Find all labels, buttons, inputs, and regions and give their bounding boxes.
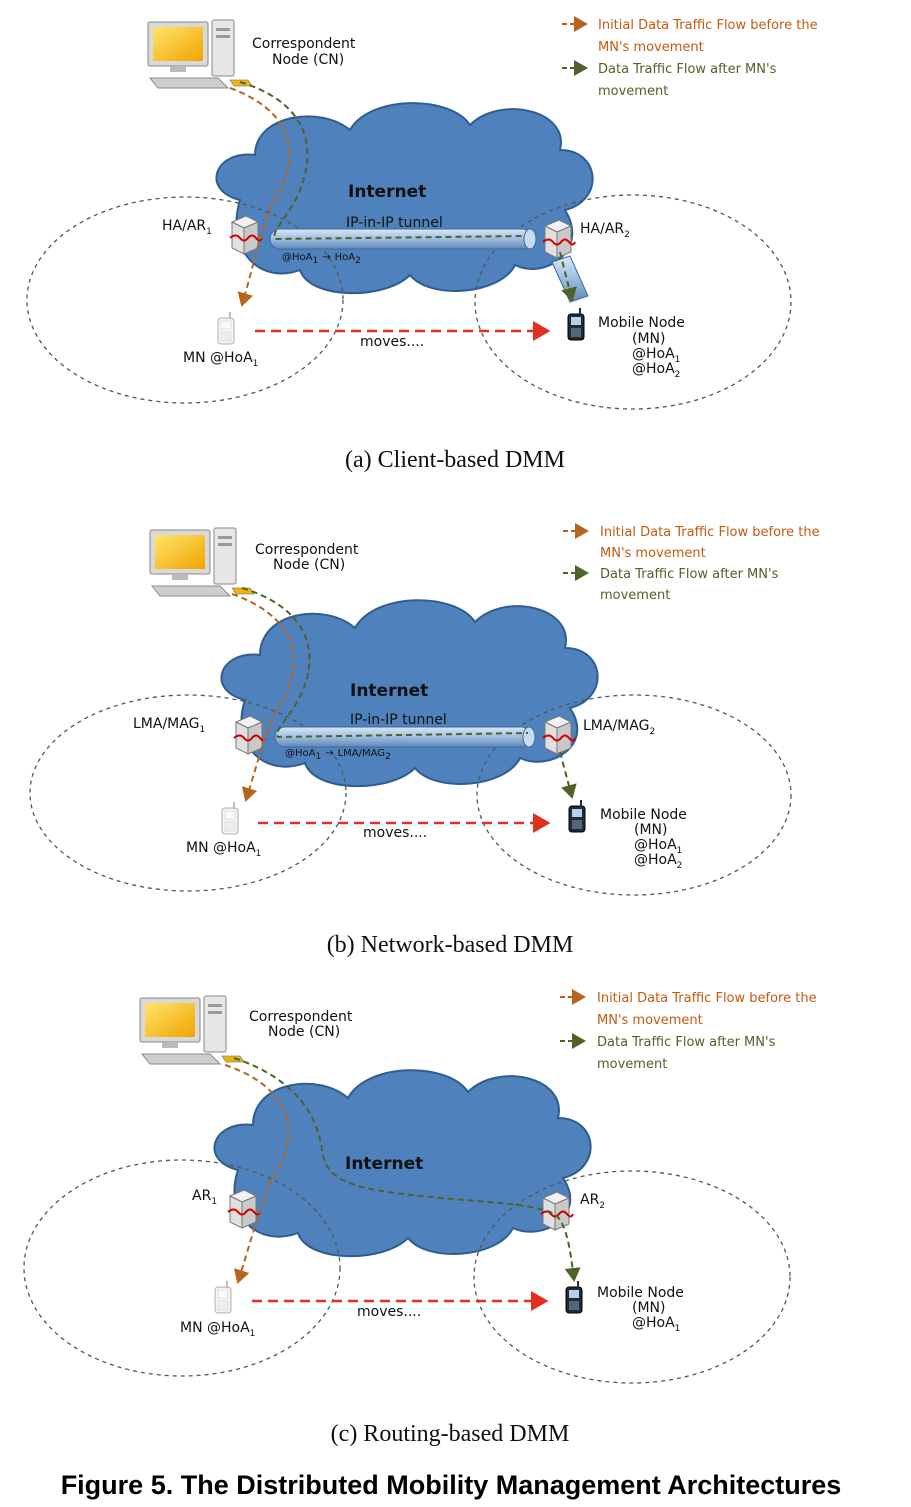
legend-initial-line2: MN's movement	[600, 546, 706, 561]
mn-right-addr2: @HoA2	[634, 852, 682, 871]
right-cell	[473, 1170, 791, 1384]
correspondent-node-computer-icon	[147, 19, 253, 89]
mn-right-line1: Mobile Node	[597, 1285, 684, 1301]
after-flow-path	[241, 587, 572, 797]
initial-flow-path	[229, 87, 291, 307]
tunnel-address: @HoA1→HoA2	[282, 252, 361, 266]
mn-right-line2: (MN)	[632, 1300, 665, 1316]
mn-right-line2: (MN)	[632, 331, 665, 347]
right-router-icon	[540, 1191, 574, 1231]
mn-right-addr1: @HoA1	[632, 1315, 680, 1334]
legend-initial-line2: MN's movement	[597, 1013, 703, 1028]
mn-left-label: MN @HoA1	[186, 840, 261, 859]
correspondent-node-computer-icon	[139, 995, 245, 1065]
right-router-label: LMA/MAG2	[583, 718, 655, 737]
legend: Initial Data Traffic Flow before the MN'…	[563, 523, 820, 603]
internet-label: Internet	[345, 1154, 423, 1174]
internet-label: Internet	[348, 182, 426, 202]
panel-routing-based: Internet Correspondent Node (CN) AR1 AR2…	[23, 989, 817, 1447]
caption-a: (a) Client-based DMM	[345, 447, 565, 473]
after-flow-path	[233, 1057, 581, 1282]
right-router-icon	[542, 219, 576, 259]
legend-after-line1: Data Traffic Flow after MN's	[600, 567, 779, 582]
legend-after-line2: movement	[598, 84, 668, 99]
legend-after-line2: movement	[600, 588, 670, 603]
legend-initial-line1: Initial Data Traffic Flow before the	[600, 525, 820, 540]
mn-phone-icon	[568, 799, 586, 833]
cn-label-line2: Node (CN)	[272, 52, 344, 68]
tunnel-label: IP-in-IP tunnel	[346, 215, 443, 231]
mn-left-label: MN @HoA1	[183, 350, 258, 369]
legend-initial-line2: MN's movement	[598, 40, 704, 55]
mn-right-addr1: @HoA1	[632, 346, 680, 365]
mn-phone-icon	[565, 1280, 583, 1314]
legend: Initial Data Traffic Flow before the MN'…	[562, 16, 818, 99]
mn-ghost-phone-icon	[221, 801, 239, 835]
legend-after-line1: Data Traffic Flow after MN's	[598, 62, 777, 77]
caption-b: (b) Network-based DMM	[327, 932, 574, 958]
mn-ghost-phone-icon	[217, 311, 235, 345]
cn-label-line1: Correspondent	[252, 36, 356, 52]
mn-right-addr2: @HoA2	[632, 361, 680, 380]
left-router-label: HA/AR1	[162, 218, 212, 237]
correspondent-node-computer-icon	[149, 527, 255, 597]
internet-cloud	[213, 1069, 592, 1258]
ip-in-ip-tunnel	[269, 228, 537, 250]
mn-right-line1: Mobile Node	[598, 315, 685, 331]
left-cell	[26, 196, 344, 404]
left-router-label: AR1	[192, 1188, 217, 1207]
moves-label: moves....	[357, 1304, 421, 1320]
initial-flow-path	[231, 593, 295, 802]
panel-network-based: Internet Correspondent Node (CN) IP-in-I…	[29, 523, 820, 958]
tunnel-label: IP-in-IP tunnel	[350, 712, 447, 728]
left-cell	[23, 1159, 341, 1377]
left-cell	[29, 694, 347, 892]
moves-label: moves....	[363, 825, 427, 841]
cn-label-line2: Node (CN)	[268, 1024, 340, 1040]
left-router-label: LMA/MAG1	[133, 716, 205, 735]
panel-client-based: Internet Correspondent Node (CN) IP-in-I…	[26, 16, 818, 473]
after-flow-path	[239, 81, 572, 300]
mn-phone-icon	[567, 307, 585, 341]
cn-label-line1: Correspondent	[255, 542, 359, 558]
internet-label: Internet	[350, 681, 428, 701]
legend-initial-line1: Initial Data Traffic Flow before the	[598, 18, 818, 33]
cn-label-line1: Correspondent	[249, 1009, 353, 1025]
legend-after-line2: movement	[597, 1057, 667, 1072]
mn-ghost-phone-icon	[214, 1280, 232, 1314]
figure-title: Figure 5. The Distributed Mobility Manag…	[61, 1470, 842, 1500]
ip-in-ip-tunnel	[274, 726, 536, 748]
right-router-label: HA/AR2	[580, 221, 630, 240]
legend: Initial Data Traffic Flow before the MN'…	[560, 989, 817, 1072]
right-cell	[476, 694, 792, 896]
legend-after-line1: Data Traffic Flow after MN's	[597, 1035, 776, 1050]
mn-right-addr1: @HoA1	[634, 837, 682, 856]
cn-label-line2: Node (CN)	[273, 557, 345, 573]
mn-left-label: MN @HoA1	[180, 1320, 255, 1339]
right-router-label: AR2	[580, 1192, 605, 1211]
mn-right-line2: (MN)	[634, 822, 667, 838]
tunnel-address: @HoA1→LMA/MAG2	[285, 748, 391, 762]
right-router-icon	[542, 715, 576, 755]
initial-flow-path	[224, 1064, 290, 1284]
mn-right-line1: Mobile Node	[600, 807, 687, 823]
caption-c: (c) Routing-based DMM	[331, 1421, 570, 1447]
right-cell	[474, 194, 792, 410]
legend-initial-line1: Initial Data Traffic Flow before the	[597, 991, 817, 1006]
moves-label: moves....	[360, 334, 424, 350]
